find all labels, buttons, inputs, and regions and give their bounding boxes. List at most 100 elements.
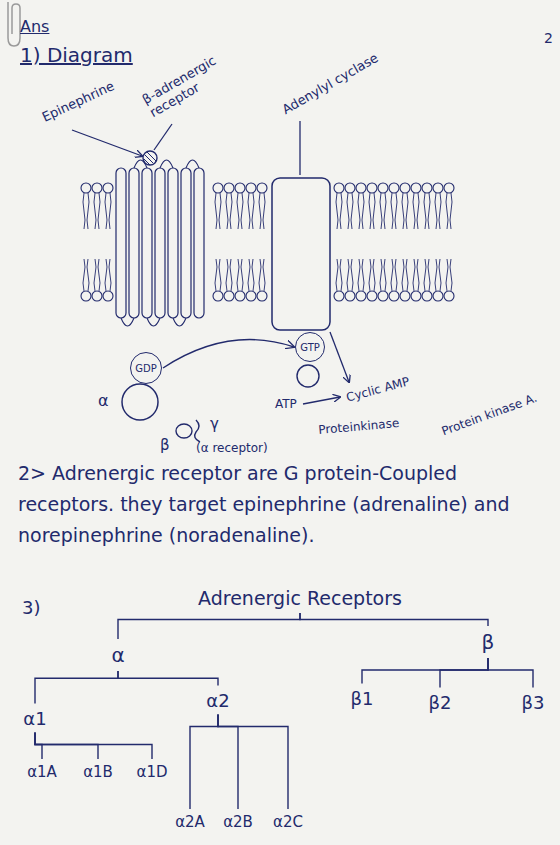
lipid-head	[224, 183, 234, 193]
tree-root: Adrenergic Receptors	[195, 586, 405, 610]
lipid-head	[422, 183, 432, 193]
lipid-tail	[369, 193, 375, 229]
lipid-tail	[215, 193, 221, 229]
page-number: 2	[544, 30, 553, 46]
lipid-tail	[336, 193, 342, 229]
helix-loop	[147, 318, 160, 326]
transmembrane-helix	[142, 168, 152, 318]
lipid-tail	[435, 193, 441, 229]
tree-connector	[190, 715, 218, 810]
subunit-label: α	[98, 392, 109, 410]
lipid-tail	[215, 259, 221, 291]
tree-connector	[35, 733, 98, 760]
paper-clip	[8, 2, 20, 46]
lipid-head	[400, 183, 410, 193]
lipid-head	[235, 291, 245, 301]
tree-branch: α	[108, 642, 128, 668]
lipid-head	[235, 183, 245, 193]
tree-leaf: β1	[348, 687, 377, 710]
lipid-tail	[402, 259, 408, 291]
leader-line	[299, 121, 300, 175]
tree-connector	[488, 658, 533, 688]
lipid-head	[378, 291, 388, 301]
lipid-tail	[347, 193, 353, 229]
tree-leaf: α2B	[220, 812, 256, 832]
lipid-tail	[424, 259, 430, 291]
lipid-head	[103, 183, 113, 193]
lipid-head	[246, 183, 256, 193]
helix-loop	[160, 160, 173, 168]
tree-label: α2B	[223, 813, 253, 831]
lipid-head	[345, 291, 355, 301]
helix-loop	[121, 318, 134, 326]
lipid-head	[81, 291, 91, 301]
tree-leaf: β3	[519, 691, 548, 714]
lipid-head	[433, 183, 443, 193]
lipid-head	[411, 291, 421, 301]
lipid-head	[213, 183, 223, 193]
molecule-label: ATP	[275, 398, 297, 412]
tree-label: β1	[351, 688, 374, 709]
lipid-tail	[358, 193, 364, 229]
lipid-tail	[435, 259, 441, 291]
beta-subunit	[176, 424, 192, 438]
lipid-tail	[446, 259, 452, 291]
lipid-tail	[424, 193, 430, 229]
transmembrane-helix	[155, 168, 165, 318]
section-heading: 1) Diagram	[20, 44, 133, 67]
tree-label: β2	[429, 692, 452, 713]
enzyme-label: Protein kinase A.	[440, 392, 539, 439]
lipid-tail	[380, 259, 386, 291]
tree-label: α1D	[137, 763, 168, 781]
lipid-tail	[83, 193, 89, 229]
lipid-tail	[248, 193, 254, 229]
tree-leaf: α2C	[270, 812, 306, 832]
tree-connector	[118, 671, 218, 686]
lipid-head	[422, 291, 432, 301]
section-number: 3)	[22, 598, 40, 619]
tree-connector	[362, 658, 488, 684]
tree-label: α2	[206, 690, 229, 711]
leader-line	[154, 124, 172, 150]
gamma-subunit	[195, 420, 200, 442]
lipid-head	[257, 291, 267, 301]
transmembrane-helix	[181, 168, 191, 318]
lipid-tail	[347, 259, 353, 291]
lipid-head	[378, 183, 388, 193]
enzyme-label: Proteinkinase	[318, 417, 400, 438]
lipid-head	[334, 183, 344, 193]
lipid-tail	[105, 193, 111, 229]
transmembrane-helix	[116, 168, 126, 318]
lipid-tail	[380, 193, 386, 229]
lipid-head	[444, 183, 454, 193]
lipid-head	[334, 291, 344, 301]
lipid-head	[367, 291, 377, 301]
molecule-hatch	[144, 152, 156, 165]
lipid-head	[367, 183, 377, 193]
lipid-head	[345, 183, 355, 193]
lipid-head	[213, 291, 223, 301]
answer-paragraph: 2> Adrenergic receptor are G protein-Cou…	[18, 458, 543, 551]
lipid-head	[81, 183, 91, 193]
tree-connector	[35, 733, 42, 760]
circle-label: GTP	[300, 342, 320, 353]
lipid-head	[224, 291, 234, 301]
lipid-tail	[391, 259, 397, 291]
lipid-tail	[446, 193, 452, 229]
tree-connector	[35, 671, 118, 704]
lipid-tail	[94, 193, 100, 229]
lipid-head	[257, 183, 267, 193]
lipid-head	[246, 291, 256, 301]
tree-connector	[118, 613, 300, 639]
activation-arrow	[163, 340, 294, 368]
transmembrane-helix	[129, 168, 139, 318]
tree-label: α2A	[175, 813, 205, 831]
lipid-head	[400, 291, 410, 301]
lipid-tail	[226, 259, 232, 291]
subunit-label: β	[160, 437, 170, 454]
lipid-head	[103, 291, 113, 301]
tree-connector	[440, 658, 488, 688]
lipid-tail	[237, 193, 243, 229]
gdp-circle: GDP	[130, 352, 162, 384]
